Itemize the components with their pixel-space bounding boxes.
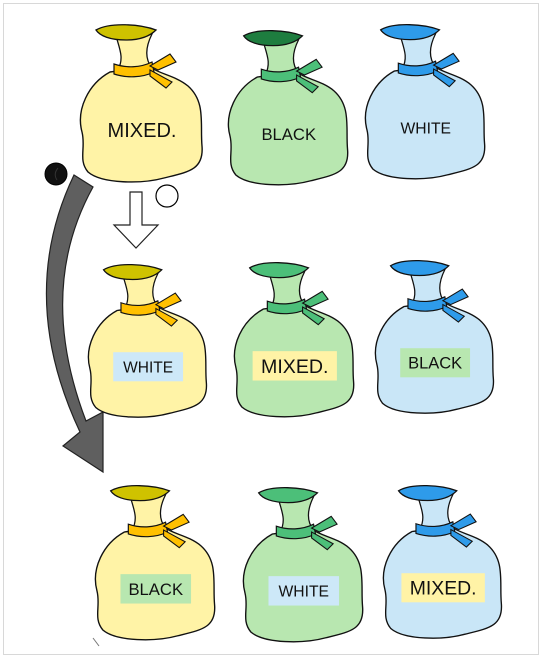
curved-arrow-shape (45, 174, 104, 474)
bag-label-background (120, 574, 192, 604)
white-ball-icon (155, 184, 179, 208)
bag-tie-ribbon (155, 307, 179, 327)
bag-tie-ribbon (295, 58, 323, 76)
bag-tie-ribbon (162, 513, 190, 531)
bag-opening (257, 487, 319, 504)
bag-label: BLACK (128, 580, 183, 599)
bag-tie-ribbon (432, 52, 460, 70)
bag-tie-ribbon (163, 529, 187, 549)
bag-opening (109, 485, 171, 502)
bag-opening (389, 260, 450, 277)
bag-label: WHITE (123, 359, 173, 376)
bag-tie-ribbon (441, 288, 469, 306)
bag-label-background (252, 351, 337, 381)
bag-tie-ribbon (148, 53, 177, 71)
bag-blue-row3: MIXED. (382, 485, 503, 639)
bag-label-background (113, 352, 184, 382)
bag-label: WHITE (279, 583, 330, 600)
bag-body (364, 66, 486, 180)
bag-tie-ribbon (310, 515, 338, 533)
bag-tie-ribbon (442, 303, 466, 323)
bag-yellow-row2: WHITE (87, 264, 208, 418)
bag-opening (397, 485, 458, 502)
bag-body (227, 72, 349, 186)
bag-opening (248, 262, 310, 279)
bag-label: MIXED. (108, 120, 177, 142)
bag-blue-row2: BLACK (374, 260, 495, 414)
bag-label: WHITE (401, 120, 452, 137)
bag-opening (379, 24, 441, 41)
bag-tie-ribbon (450, 528, 474, 548)
bag-tie-ribbon (149, 69, 173, 89)
stray-mark (92, 637, 100, 647)
bag-label-background (400, 348, 471, 378)
bag-label-background (401, 573, 485, 603)
bag-label: BLACK (261, 125, 316, 144)
bag-opening (102, 264, 163, 281)
bag-blue-row1: WHITE (364, 24, 486, 180)
bags-layer: MIXED. BLACK WHITE WHITE MIXED. BLACK BLACK WHI… (79, 24, 503, 643)
bag-tie-ribbon (433, 68, 457, 88)
bag-label-background (268, 576, 340, 606)
bag-opening (95, 24, 158, 41)
curved-arrow (45, 174, 104, 474)
down-arrow-shape (112, 191, 160, 249)
bag-green-row2: MIXED. (233, 262, 355, 418)
bag-opening (242, 30, 304, 47)
bag-tie-ribbon (302, 306, 326, 326)
bag-tie-ribbon (311, 531, 335, 551)
bag-yellow-row3: BLACK (94, 485, 216, 641)
bag-green-row1: BLACK (227, 30, 349, 186)
bag-tie-ribbon (449, 513, 477, 531)
black-ball-icon (44, 162, 68, 186)
bag-label: MIXED. (410, 578, 477, 600)
diagram-frame (3, 3, 539, 655)
bag-label: BLACK (408, 355, 462, 373)
bag-yellow-row1: MIXED. (79, 24, 203, 183)
bag-tie-ribbon (154, 292, 182, 310)
bag-tie-ribbon (301, 290, 329, 308)
down-arrow (112, 191, 160, 249)
bag-green-row3: WHITE (242, 487, 364, 643)
bag-tie-ribbon (296, 74, 320, 94)
bag-body (79, 67, 203, 183)
bag-label: MIXED. (261, 356, 329, 378)
